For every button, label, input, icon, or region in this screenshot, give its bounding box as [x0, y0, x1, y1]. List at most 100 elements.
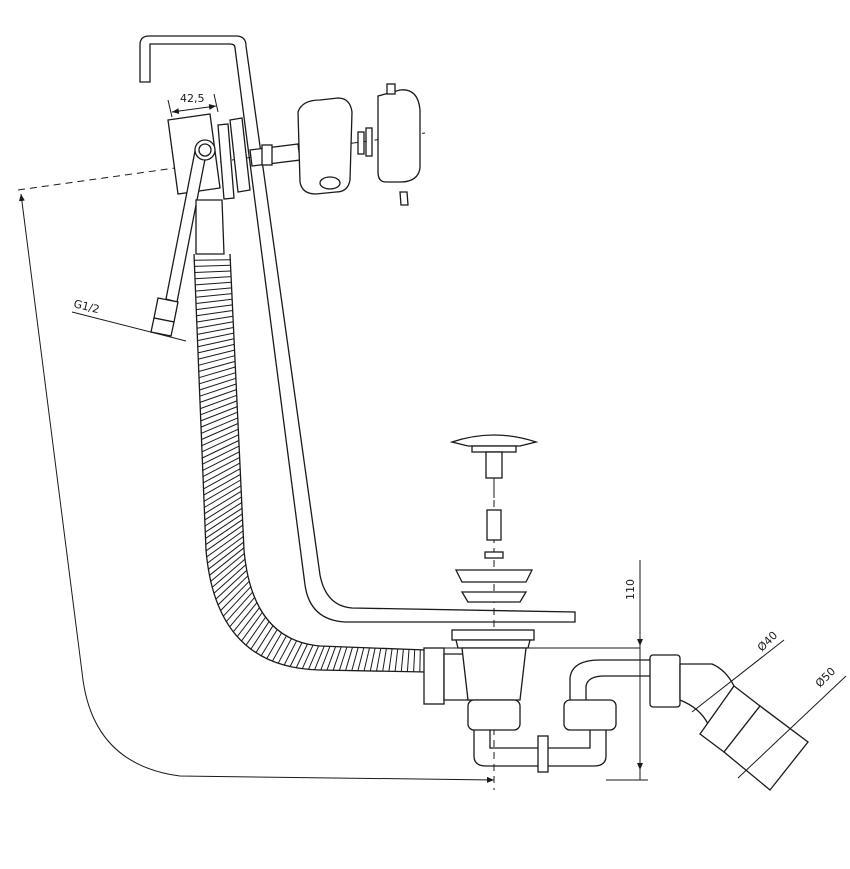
hose-rib — [308, 645, 320, 670]
hose-rib — [199, 377, 237, 391]
hose-rib — [351, 647, 359, 671]
hose-rib — [245, 616, 267, 646]
hose-rib — [204, 502, 243, 527]
hose-rib — [202, 456, 240, 478]
hose-rib — [289, 642, 303, 667]
hose-rib — [202, 440, 240, 459]
hose-rib — [220, 580, 250, 611]
trap-height-label: 110 — [624, 579, 637, 600]
hose-rib — [203, 462, 241, 484]
hose-rib — [194, 259, 231, 261]
hose-rib — [406, 649, 410, 672]
hose-rib — [363, 647, 370, 671]
hose-rib — [207, 536, 244, 564]
hose-rib — [198, 360, 236, 372]
hose-rib — [194, 276, 232, 280]
inlet-thread-dimension: G1/2 — [71, 297, 187, 342]
hose-rib — [236, 607, 260, 637]
hose-rib — [295, 643, 308, 669]
hose-rib — [210, 553, 245, 582]
hose-rib — [277, 638, 292, 664]
hose-rib — [197, 343, 235, 354]
hose-rib — [205, 507, 243, 533]
hose-rib — [200, 411, 238, 428]
hose-rib — [200, 400, 238, 416]
hose-rib — [241, 612, 263, 642]
hose-rib — [201, 423, 239, 440]
hose-rib — [201, 417, 238, 434]
corrugated-overflow-pipe — [193, 199, 427, 673]
hose-rib — [194, 264, 231, 267]
hose-rib — [195, 298, 233, 304]
hose-rib — [369, 647, 376, 672]
inlet-hose — [150, 139, 216, 337]
hose-rib — [206, 530, 244, 558]
hose-rib — [232, 602, 258, 633]
hose-rib — [357, 647, 365, 671]
pop-up-plug — [449, 434, 539, 559]
hose-rib — [376, 648, 382, 672]
hose-rib — [394, 648, 399, 672]
overflow-width-label: 42,5 — [180, 92, 205, 105]
hose-rib — [198, 355, 235, 366]
hose-rib — [205, 519, 243, 546]
hose-rib — [283, 640, 298, 666]
hose-rib — [314, 646, 325, 670]
hose-rib — [196, 315, 233, 323]
overflow-width-dimension: 42,5 — [167, 92, 219, 118]
hose-rib — [215, 569, 248, 600]
hose-rib — [208, 541, 244, 570]
hose-rib — [200, 394, 237, 410]
hose-rib — [198, 366, 236, 379]
hose-rib — [204, 496, 242, 521]
hose-rib — [211, 558, 246, 588]
inlet-thread-label: G1/2 — [72, 297, 101, 316]
hose-rib — [338, 646, 348, 671]
hose-rib — [199, 389, 237, 403]
hose-rib — [201, 428, 239, 447]
hose-rib — [196, 321, 234, 329]
hose-rib — [196, 304, 233, 311]
drain-flange — [451, 569, 535, 649]
hose-rib — [419, 649, 421, 672]
overflow-assembly — [167, 83, 421, 206]
hose-rib — [271, 635, 287, 662]
hose-rib — [196, 310, 233, 317]
hose-rib — [201, 434, 239, 453]
hose-rib — [199, 383, 237, 397]
hose-rib — [320, 646, 331, 671]
hose-rib — [197, 332, 234, 342]
hose-rib — [250, 621, 270, 650]
hose-rib — [195, 281, 232, 286]
hose-rib — [205, 524, 244, 552]
hose-rib — [197, 338, 235, 348]
hose-rib — [195, 287, 232, 292]
hose-rib — [260, 629, 278, 657]
hose-rib — [203, 479, 241, 502]
hose-rib — [204, 485, 242, 508]
hose-rib — [202, 451, 240, 471]
hose-rib — [197, 327, 234, 335]
hose-rib — [301, 644, 314, 669]
hose-rib — [202, 445, 240, 465]
hose-rib — [388, 648, 393, 672]
hose-rib — [205, 513, 243, 539]
hose-rib — [203, 468, 241, 490]
hose-rib — [326, 646, 337, 671]
overall-dimension-line — [18, 193, 495, 783]
hose-rib — [198, 349, 235, 360]
hose-rib — [194, 270, 231, 273]
hose-rib — [209, 547, 245, 576]
hose-rib — [199, 372, 236, 385]
hose-rib — [203, 473, 241, 496]
hose-rib — [400, 649, 404, 672]
hose-rib — [222, 586, 252, 617]
hose-rib — [255, 625, 274, 653]
hose-rib — [195, 293, 232, 298]
trap-height-dimension: 110 — [606, 560, 648, 781]
hose-rib — [225, 591, 253, 622]
hose-rib — [413, 649, 416, 672]
hose-rib — [217, 575, 249, 606]
hose-rib — [213, 564, 247, 594]
